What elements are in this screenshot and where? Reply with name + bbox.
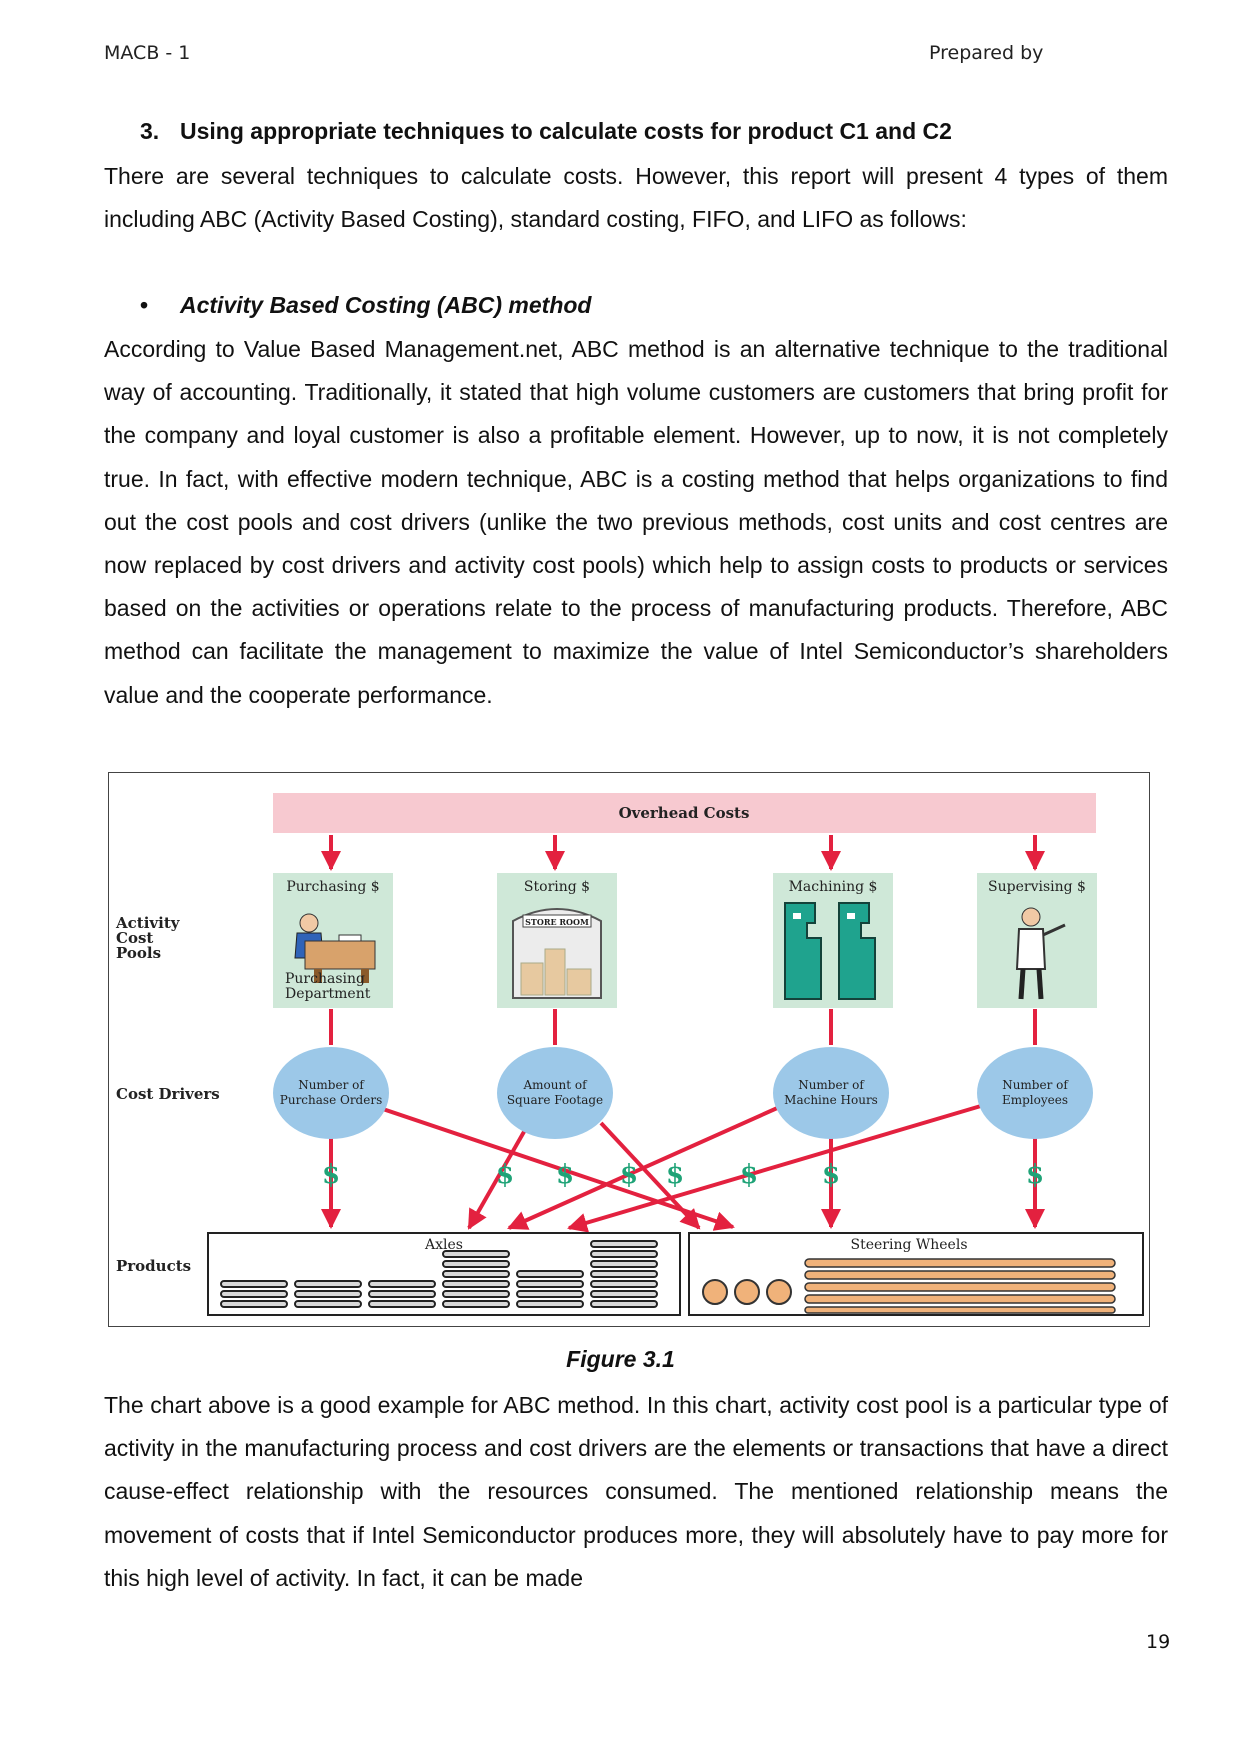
dollar-icon: $ (496, 1160, 514, 1190)
steering-wheels-icon (702, 1258, 1116, 1314)
axles-icon (220, 1240, 658, 1308)
intro-paragraph: There are several techniques to calculat… (104, 163, 1168, 233)
driver-text-3a: Number of (798, 1078, 865, 1092)
pool-title-purchasing: Purchasing $ (286, 879, 379, 895)
machine-icon (784, 902, 876, 1000)
pool-sub-purchasing: Purchasing (285, 971, 365, 987)
page-number: 19 (1146, 1631, 1171, 1653)
bullet-title: Activity Based Costing (ABC) method (180, 292, 592, 318)
row-label-cost-drivers: Cost Drivers (116, 1085, 220, 1103)
row-label-pools: Pools (116, 944, 161, 962)
dollar-icon: $ (556, 1160, 574, 1190)
driver-text-4a: Number of (1002, 1078, 1069, 1092)
dollar-icon: $ (822, 1160, 840, 1190)
row-label-activity: Activity (115, 914, 181, 932)
dollar-icon: $ (740, 1160, 758, 1190)
product-wheels-label: Steering Wheels (850, 1237, 967, 1253)
driver-text-2a: Amount of (522, 1078, 588, 1092)
figure-caption: Figure 3.1 (566, 1346, 675, 1372)
dollar-icon: $ (666, 1160, 684, 1190)
driver-text-2b: Square Footage (507, 1093, 603, 1107)
driver-text-1a: Number of (298, 1078, 365, 1092)
overhead-costs-bar (273, 793, 1096, 833)
abc-diagram: Overhead Costs Activity Cost Pools Cost … (108, 772, 1150, 1327)
pool-sub-department: Department (285, 986, 371, 1002)
driver-machine-hours (773, 1047, 889, 1139)
dollar-icon: $ (1026, 1160, 1044, 1190)
abc-paragraph: According to Value Based Management.net,… (104, 336, 1168, 708)
row-label-cost: Cost (116, 929, 153, 947)
bullet-heading: • Activity Based Costing (ABC) method (140, 292, 591, 319)
arrow-employees-axles (567, 1101, 992, 1233)
dollar-icon: $ (620, 1160, 638, 1190)
driver-employees (977, 1047, 1093, 1139)
driver-purchase-orders (273, 1047, 389, 1139)
store-room-icon: STORE ROOM (512, 908, 602, 999)
pool-title-storing: Storing $ (524, 879, 590, 895)
pool-title-supervising: Supervising $ (988, 879, 1086, 895)
header-right: Prepared by (929, 42, 1044, 64)
arrow-footage-axles (467, 1122, 531, 1230)
supervisor-icon (1015, 907, 1066, 1000)
store-room-sign: STORE ROOM (525, 917, 589, 927)
section-number: 3. (140, 118, 160, 144)
purchasing-desk-icon (294, 913, 376, 983)
closing-paragraph: The chart above is a good example for AB… (104, 1392, 1168, 1591)
driver-text-3b: Machine Hours (784, 1093, 878, 1107)
header-left: MACB - 1 (104, 42, 191, 64)
driver-text-4b: Employees (1002, 1093, 1068, 1107)
dollar-icon: $ (322, 1160, 340, 1190)
abc-diagram-svg: Overhead Costs Activity Cost Pools Cost … (115, 793, 1144, 1316)
arrow-footage-wheels (599, 1121, 701, 1230)
row-label-products: Products (116, 1257, 191, 1275)
overhead-label: Overhead Costs (619, 804, 750, 822)
pool-title-machining: Machining $ (789, 879, 878, 895)
arrow-orders-wheels (370, 1103, 735, 1231)
product-axles-label: Axles (424, 1237, 463, 1253)
section-title: Using appropriate techniques to calculat… (180, 118, 952, 144)
bullet-icon: • (140, 292, 149, 318)
driver-square-footage (497, 1047, 613, 1139)
arrow-hours-axles (507, 1099, 794, 1230)
section-heading: 3. Using appropriate techniques to calcul… (140, 118, 952, 145)
driver-text-1b: Purchase Orders (280, 1093, 382, 1107)
